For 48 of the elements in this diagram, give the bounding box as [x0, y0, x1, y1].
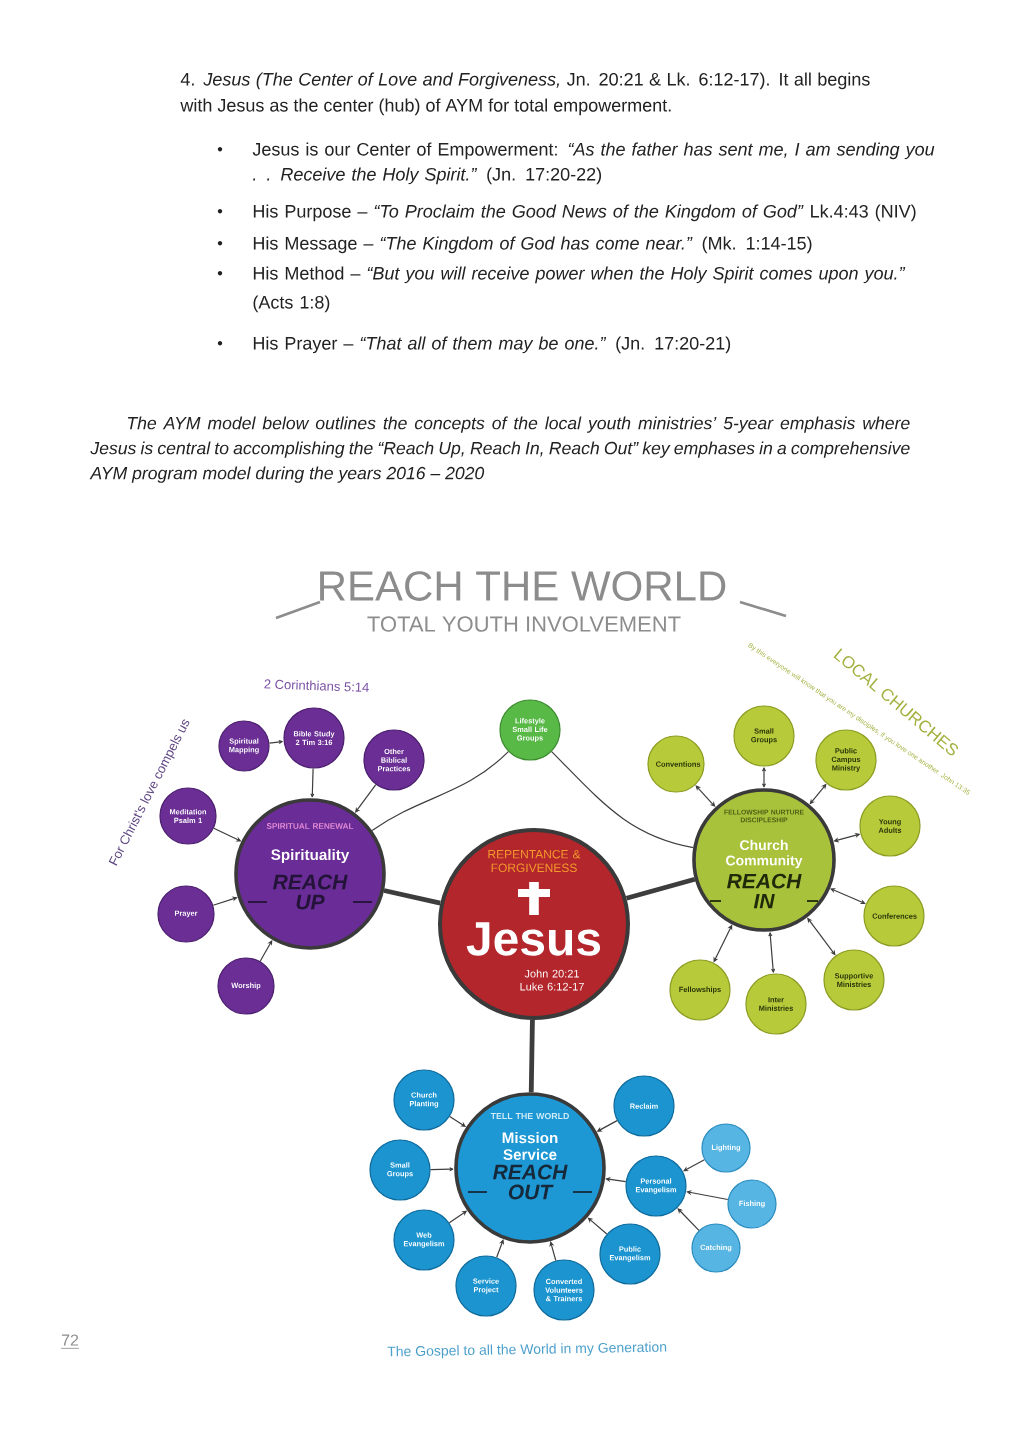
subtitle: TOTAL YOUTH INVOLVEMENT: [367, 616, 681, 632]
hub-circle: [234, 798, 386, 950]
diagram-title: REACH THE WORLD: [320, 571, 726, 601]
hub-circle: [454, 1092, 606, 1244]
curved-line: [551, 751, 694, 849]
paragraph: The AYM model below outlines the concepts of the local youth ministries’ 5-year emphasis where Jesus is central to accomplishing the “Reach Up, Reach In, Reach Out” key emphases in a comprehensive AYM program model during the years 2016 – 2020: [89, 416, 910, 483]
list-item: His Purpose – “To Proclaim the Good News of the Kingdom of God” Lk.4:43 (NIV): [253, 204, 916, 222]
arrow: [310, 768, 315, 798]
arrow: [259, 940, 273, 962]
connector-line: [383, 888, 441, 906]
arrow: [683, 1159, 705, 1172]
arrow: [686, 1190, 729, 1201]
list-item: His Method – “But you will receive power when the Holy Spirit comes upon you.” (Acts 1:8): [253, 266, 906, 313]
arrow: [587, 1217, 608, 1235]
curved-line: [371, 751, 509, 832]
arrow: [597, 1120, 618, 1132]
slogan: REACH OUT: [493, 1164, 568, 1200]
arrow: [768, 932, 776, 973]
arrow: [448, 1210, 467, 1224]
hub-circle: [692, 788, 836, 932]
arrow: [830, 888, 866, 905]
arrow: [549, 1241, 557, 1262]
slogan: REACH UP: [273, 874, 348, 910]
list-item: Jesus is our Center of Empowerment: “As the father has sent me, I am sending you . . Receive the Holy Spirit.” (Jn. 17:20-22): [252, 142, 935, 185]
connector-line: [528, 1019, 535, 1093]
arrow: [677, 1208, 700, 1231]
list-item: His Prayer – “That all of them may be one.” (Jn. 17:20-21): [253, 336, 731, 354]
arrow: [212, 896, 238, 906]
numbered-item: 4. Jesus (The Center of Love and Forgiveness, Jn. 20:21 & Lk. 6:12-17). It all begins with Jesus as the center (hub) of AYM for total empowerment.: [180, 72, 870, 116]
list-item: His Message – “The Kingdom of God has come near.” (Mk. 1:14-15): [253, 236, 812, 254]
arrow: [833, 833, 860, 843]
connector-line: [625, 876, 696, 901]
slogan: REACH IN: [727, 873, 802, 909]
arrow: [695, 785, 716, 807]
arrow: [213, 827, 241, 842]
arrow: [809, 784, 827, 805]
arrow: [713, 924, 733, 962]
center-circle: [438, 828, 630, 1020]
arrow: [268, 740, 283, 744]
arrow: [496, 1239, 504, 1258]
arrow: [807, 917, 836, 956]
arrow: [355, 784, 377, 813]
center-title: Jesus: [466, 922, 601, 956]
arrow: [762, 767, 766, 788]
arrow: [430, 1167, 454, 1172]
arrow: [449, 1115, 466, 1127]
page-number: 72: [60, 1334, 80, 1349]
arrow: [605, 1177, 627, 1183]
